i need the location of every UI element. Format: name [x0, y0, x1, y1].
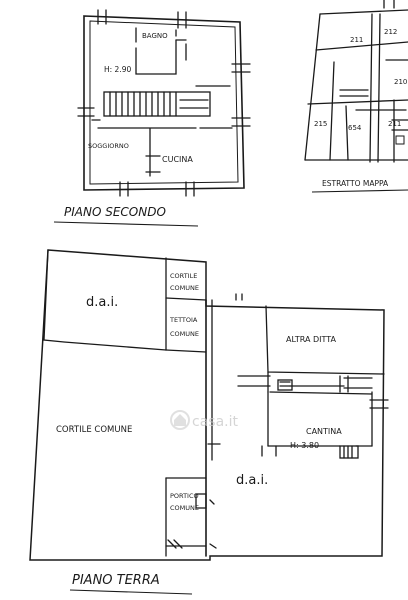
room-label-cucina: CUCINA [162, 155, 193, 164]
room-label-soggiorno: SOGGIORNO [88, 142, 129, 150]
room-label-dai-top: d.a.i. [86, 295, 118, 310]
room-label-height-cantina: H: 3.80 [290, 441, 319, 450]
room-label-portico: PORTICO [170, 492, 199, 500]
room-label-cortile-comune-small: COMUNE [170, 284, 199, 292]
room-label-cortile-comune-small: CORTILE [170, 272, 197, 280]
map-extract-caption: ESTRATTO MAPPA [322, 179, 389, 188]
room-label-cantina: CANTINA [306, 427, 342, 436]
room-label-bagno: BAGNO [142, 32, 168, 40]
watermark-text: casa.it [192, 414, 238, 430]
parcel-label: 654 [348, 124, 362, 132]
room-label-portico: COMUNE [170, 504, 199, 512]
cantina-stair [277, 379, 359, 459]
upper-floor-plan [77, 9, 251, 197]
parcel-label: 210 [394, 78, 407, 86]
room-label-height-upper: H: 2.90 [104, 65, 131, 74]
stair [103, 91, 211, 117]
parcel-label: 215 [314, 120, 327, 128]
upper-window-marks [77, 9, 251, 197]
ground-floor-plan [29, 249, 389, 561]
room-label-tettoia: COMUNE [170, 330, 199, 338]
parcel-label: 211 [350, 36, 363, 44]
parcel-label: 212 [384, 28, 397, 36]
room-label-tettoia: TETTOIA [169, 316, 198, 324]
room-label-altra-ditta: ALTRA DITTA [286, 335, 336, 344]
room-label-dai-bottom: d.a.i. [236, 473, 268, 488]
room-label-cortile-comune: CORTILE COMUNE [56, 425, 132, 435]
title-underlines [53, 189, 408, 595]
upper-floor-title: PIANO SECONDO [64, 205, 166, 219]
ground-floor-title: PIANO TERRA [72, 573, 160, 588]
map-extract [304, 0, 408, 163]
watermark [170, 410, 190, 430]
parcel-label: 211 [388, 120, 401, 128]
